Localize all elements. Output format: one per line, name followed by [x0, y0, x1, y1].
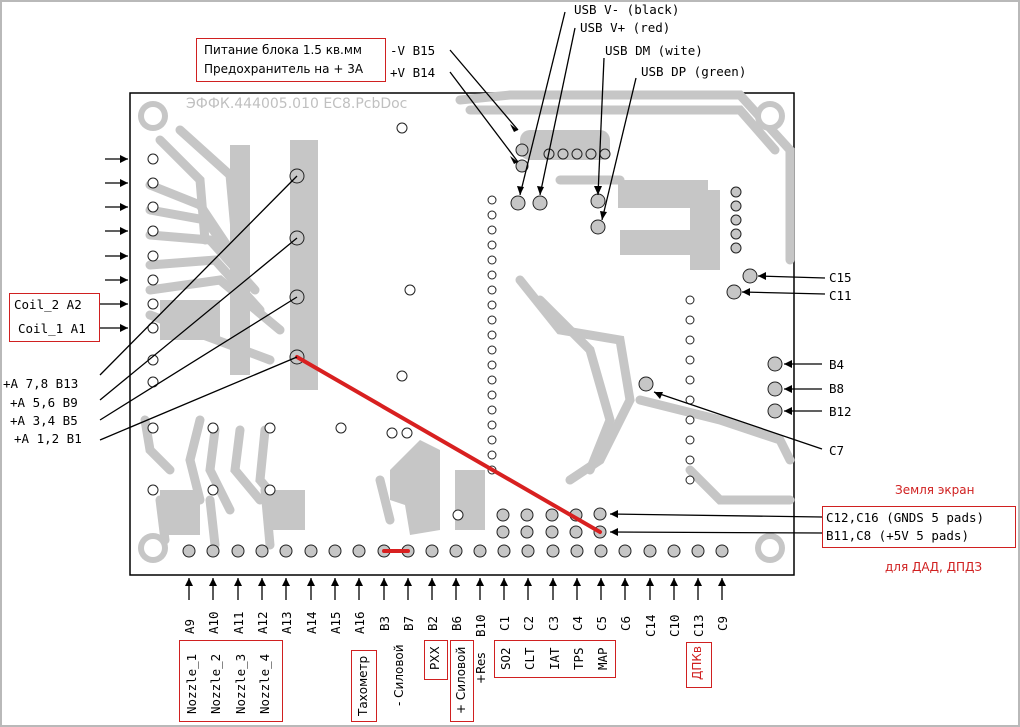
res-label: +Res [474, 652, 488, 685]
pin-label: A16 [352, 611, 367, 634]
coil2-label: Coil_2 A2 [14, 297, 82, 312]
pin-label: B3 [377, 615, 392, 631]
b12-label: B12 [829, 404, 852, 419]
taho-label: Тахометр [356, 655, 370, 716]
pin-label: A13 [279, 611, 294, 634]
pin-label: C4 [570, 615, 585, 631]
b8-label: B8 [829, 381, 845, 396]
c7-label: C7 [829, 443, 845, 458]
nozzle-box [179, 640, 283, 722]
nozzle4-label: Nozzle_4 [257, 653, 272, 714]
plus-a-78-label: +A 7,8 B13 [3, 376, 79, 391]
iat-label: IAT [547, 647, 562, 670]
board-title: ЭФФК.444005.010 EC8.PcbDoc [186, 96, 408, 112]
power-pos-label: +V B14 [390, 65, 436, 80]
pin-label: A12 [255, 611, 270, 634]
pin-label: C9 [715, 615, 730, 631]
pin-label: C6 [618, 615, 633, 631]
plus-a-34-label: +A 3,4 B5 [10, 413, 78, 428]
pcb-screen-pads [496, 507, 607, 539]
pointer-lines [99, 11, 826, 534]
nozzle3-label: Nozzle_3 [233, 653, 248, 714]
pin-label: A15 [328, 611, 343, 634]
pos-power-box [450, 640, 474, 722]
pcb-usb-pads [543, 148, 742, 254]
usb-vminus-label: USB V- (black) [574, 2, 680, 17]
nozzle1-label: Nozzle_1 [184, 653, 199, 714]
pcb-pads [289, 143, 783, 419]
arrow-heads [120, 124, 792, 586]
gnd-pads-label: C12,C16 (GNDS 5 pads) [826, 510, 985, 525]
neg-power-label: - Силовой [392, 644, 406, 706]
pads-box [822, 506, 1016, 548]
map-label: MAP [595, 647, 610, 670]
power-note-line2: Предохранитель на + 3А [204, 62, 364, 76]
pin-label: C1 [497, 615, 512, 631]
taho-box [351, 650, 377, 722]
pin-label: C2 [521, 615, 536, 631]
pin-label: C13 [691, 614, 706, 637]
pin-label: C14 [643, 614, 658, 637]
pin-label: A9 [182, 618, 197, 634]
b4-label: B4 [829, 357, 845, 372]
mounting-holes [138, 101, 785, 563]
power-note-line1: Питание блока 1.5 кв.мм [204, 43, 362, 57]
power-note-box [196, 38, 386, 82]
pin-label: B2 [425, 615, 440, 631]
pcb-edge-pins [182, 544, 729, 558]
coil-box [9, 293, 100, 342]
ground-note: Земля экран [895, 483, 975, 497]
pcb-small-pads [147, 122, 464, 521]
tps-label: TPS [571, 647, 586, 670]
dpkv-label: ДПКв [690, 646, 704, 680]
pin-label: C3 [546, 615, 561, 631]
pin-label: B7 [401, 615, 416, 631]
pin-label: C10 [667, 614, 682, 637]
pin-label: A11 [231, 611, 246, 634]
nozzle2-label: Nozzle_2 [208, 653, 223, 714]
plus-a-56-label: +A 5,6 B9 [10, 395, 78, 410]
sensor-box [494, 640, 616, 678]
pin-label: B10 [473, 614, 488, 637]
plus-a-12-label: +A 1,2 B1 [14, 431, 82, 446]
clt-label: CLT [522, 647, 537, 670]
usb-vplus-label: USB V+ (red) [580, 20, 671, 35]
highlight-links [295, 355, 602, 553]
dad-note: для ДАД, ДПДЗ [885, 560, 983, 574]
c11-label: C11 [829, 288, 852, 303]
pcb-pad-column [487, 195, 695, 485]
pin-label: A14 [304, 611, 319, 634]
dpkv-box [686, 642, 712, 688]
pin-label: C5 [594, 615, 609, 631]
power-neg-label: -V B15 [390, 43, 436, 58]
c15-label: C15 [829, 270, 852, 285]
coil1-label: Coil_1 A1 [18, 321, 86, 336]
pos-power-label: + Силовой [454, 646, 468, 714]
usb-dm-label: USB DM (wite) [605, 43, 703, 58]
pxx-box [424, 640, 448, 680]
pin-label: B6 [449, 615, 464, 631]
pxx-label: РХХ [428, 646, 442, 670]
v5-pads-label: B11,C8 (+5V 5 pads) [826, 528, 969, 543]
so2-label: SO2 [498, 647, 513, 670]
usb-dp-label: USB DP (green) [641, 64, 747, 79]
pin-label: A10 [206, 611, 221, 634]
